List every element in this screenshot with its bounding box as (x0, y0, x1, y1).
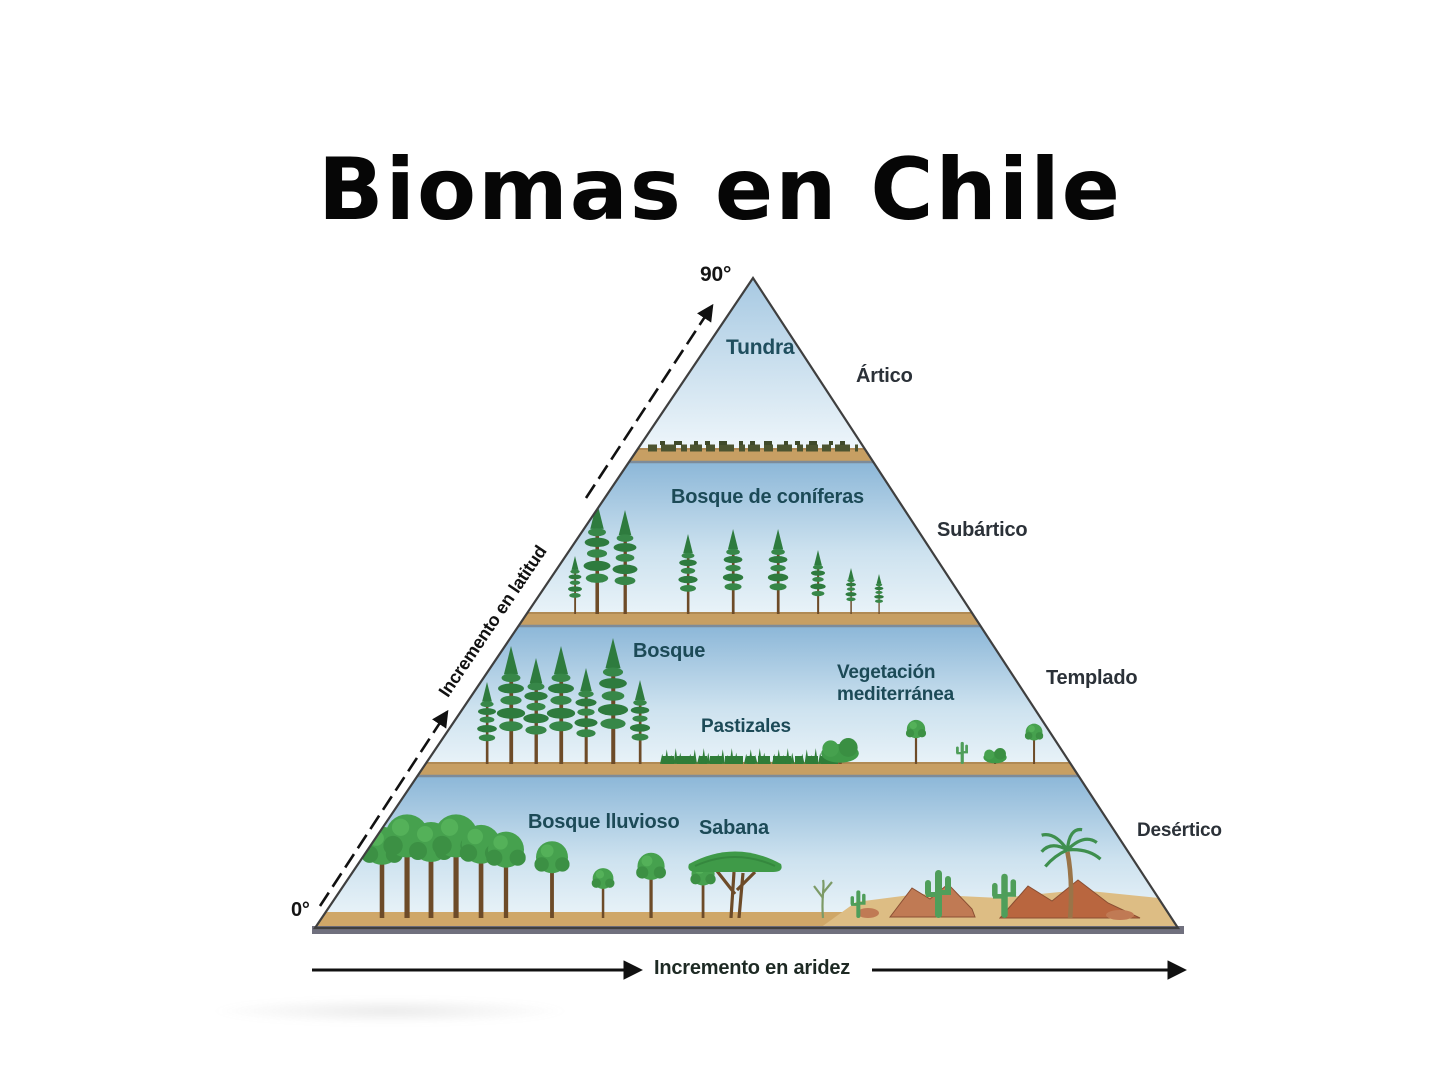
biome-label-bosque-lluvioso: Bosque lluvioso (528, 811, 680, 833)
aridity-axis-label: Incremento en aridez (654, 957, 851, 979)
biome-label-sabana: Sabana (699, 817, 769, 839)
sparse-shrub (813, 879, 833, 919)
zone-label-desertico: Desértico (1137, 820, 1222, 841)
pyramid-base (312, 926, 1184, 934)
biome-label-tundra: Tundra (726, 336, 795, 359)
savanna-acacia (686, 849, 833, 919)
biome-label-pastizales: Pastizales (701, 716, 791, 737)
zone-label-templado: Templado (1046, 667, 1138, 689)
zone-label-artico: Ártico (856, 365, 913, 387)
zone-label-subartico: Subártico (937, 519, 1028, 541)
biome-label-vegetacion-mediterranea: Vegetación mediterránea (837, 662, 954, 706)
latitude-90-label: 90° (700, 263, 732, 286)
band-temperate-sky (315, 626, 1178, 776)
desert (820, 830, 1178, 928)
pyramid-outline (312, 276, 1181, 930)
scan-artifact (210, 998, 570, 1024)
tundra-vegetation (648, 441, 858, 452)
band-arctic-sky (315, 278, 1178, 462)
biome-label-bosque: Bosque (633, 640, 706, 662)
biome-label-coniferas: Bosque de coníferas (671, 486, 864, 508)
latitude-0-label: 0° (291, 899, 310, 921)
slide-title: Biomas en Chile (318, 140, 1122, 240)
band-tropical-sky (315, 776, 1178, 928)
grassland (660, 748, 838, 764)
latitude-arrow (318, 303, 714, 907)
